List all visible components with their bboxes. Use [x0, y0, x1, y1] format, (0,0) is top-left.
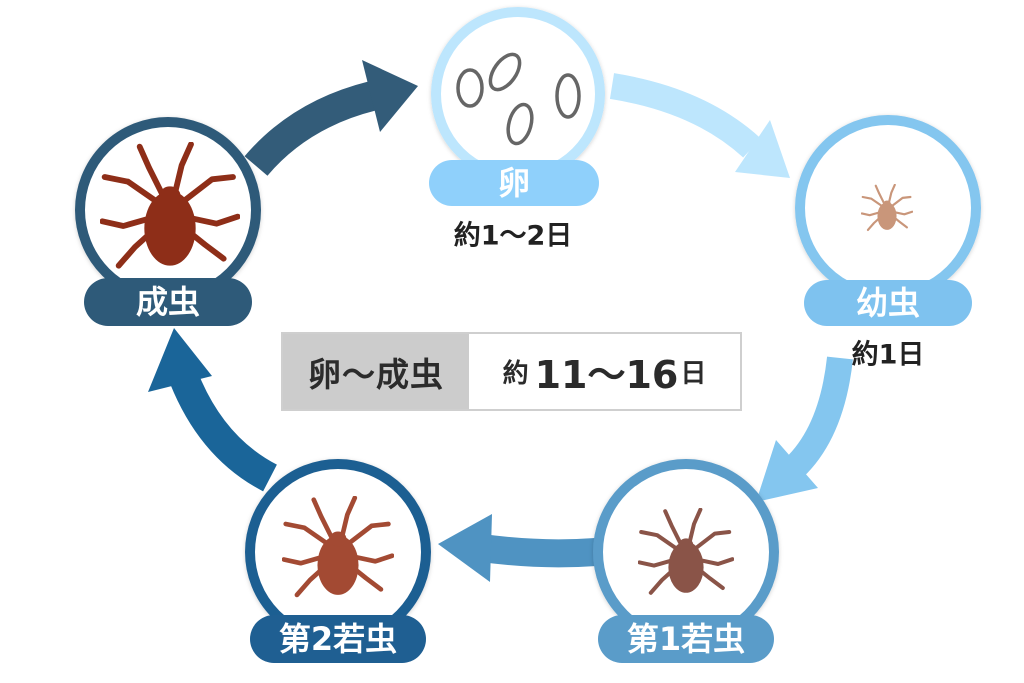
stage-label-pill-adult	[84, 278, 252, 326]
stage-duration-larva: 約1日	[852, 339, 925, 371]
total-value-main: 11〜16	[534, 353, 679, 397]
stage-label-pill-nymph2	[250, 615, 426, 663]
total-value-suffix: 日	[680, 359, 707, 389]
arrow-nymph2-to-adult	[148, 328, 212, 392]
stage-label-nymph2: 第2若虫	[279, 620, 397, 658]
stage-node-egg: 卵 約1〜2日	[429, 7, 605, 252]
arrow-larva-to-nymph1	[756, 440, 818, 502]
stage-label-pill-egg	[429, 160, 599, 206]
stage-node-adult: 成虫	[75, 117, 261, 326]
total-value-prefix: 約	[502, 359, 529, 389]
stage-node-nymph1: 第1若虫	[593, 459, 779, 663]
total-duration-value: 約 11〜16 日	[469, 334, 740, 409]
stage-node-nymph2: 第2若虫	[245, 459, 431, 663]
stage-label-adult: 成虫	[136, 283, 200, 321]
stage-duration-egg: 約1〜2日	[454, 220, 573, 252]
eggs-icon	[456, 52, 581, 146]
stage-node-larva: 幼虫 約1日	[795, 115, 981, 371]
stage-label-nymph1: 第1若虫	[627, 620, 745, 658]
total-duration-box: 卵〜成虫 約 11〜16 日	[281, 332, 742, 411]
stage-label-pill-larva	[804, 280, 972, 326]
arrow-adult-to-egg	[362, 60, 418, 132]
stage-label-egg: 卵	[498, 164, 530, 202]
arrow-nymph1-to-nymph2	[438, 514, 492, 582]
arrow-egg-to-larva	[735, 120, 790, 178]
stage-label-larva: 幼虫	[856, 284, 920, 322]
stage-label-pill-nymph1	[598, 615, 774, 663]
total-range-label: 卵〜成虫	[283, 334, 469, 409]
